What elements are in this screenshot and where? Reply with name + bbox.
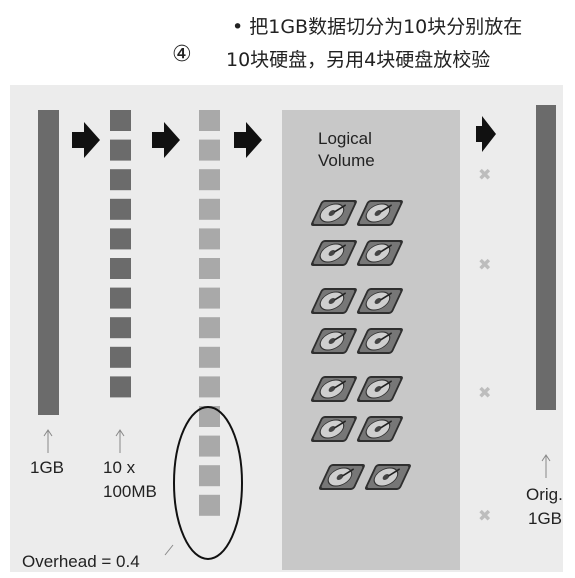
data-chunk xyxy=(199,287,220,309)
arrow-icon xyxy=(72,122,100,158)
data-chunk xyxy=(199,317,220,339)
parity-chunk xyxy=(199,406,220,427)
arrow-icon xyxy=(234,122,262,158)
label-orig-line-2: 1GB xyxy=(528,509,562,528)
hard-disk-icon xyxy=(310,328,357,354)
hard-disk-icon xyxy=(356,288,403,314)
hard-disk-icon xyxy=(356,200,403,226)
pointer-tick-1gb xyxy=(43,429,53,453)
data-chunk xyxy=(199,376,220,398)
x-mark-icon: ✖ xyxy=(478,383,491,402)
label-overhead: Overhead = 0.4 xyxy=(22,552,140,571)
data-chunk xyxy=(199,346,220,368)
data-chunk xyxy=(199,139,220,161)
data-chunk xyxy=(199,110,220,131)
data-chunk xyxy=(110,169,131,191)
hard-disk-icons xyxy=(310,200,411,490)
data-chunk xyxy=(110,376,131,398)
data-chunk xyxy=(110,317,131,339)
logical-volume-title-line-1: Logical xyxy=(318,129,372,148)
hard-disk-icon xyxy=(310,416,357,442)
parity-chunk xyxy=(199,435,220,457)
hard-disk-icon xyxy=(318,464,365,490)
data-chunk xyxy=(199,198,220,220)
label-split-line-2: 100MB xyxy=(103,482,157,501)
hard-disk-icon xyxy=(356,376,403,402)
pointer-tick-orig xyxy=(541,454,551,478)
data-chunk xyxy=(110,228,131,250)
data-chunk xyxy=(110,110,131,131)
hard-disk-icon xyxy=(310,288,357,314)
hard-disk-icon xyxy=(310,200,357,226)
hard-disk-icon xyxy=(356,240,403,266)
split-chunks xyxy=(110,110,131,398)
label-1gb: 1GB xyxy=(30,458,64,477)
x-mark-icon: ✖ xyxy=(478,165,491,184)
failed-disk-marks: ✖ ✖ ✖ ✖ xyxy=(478,165,491,525)
hard-disk-icon xyxy=(356,416,403,442)
header: ④ • 把1GB数据切分为10块分别放在 10块硬盘，另用4块硬盘放校验 xyxy=(0,0,575,80)
label-orig-line-1: Orig. xyxy=(526,485,563,504)
stripe-chunks xyxy=(199,110,220,516)
data-chunk xyxy=(199,258,220,279)
parity-chunk xyxy=(199,465,220,487)
description-line-1: • 把1GB数据切分为10块分别放在 xyxy=(232,16,523,38)
arrow-icon xyxy=(476,116,496,152)
data-chunk xyxy=(110,258,131,279)
data-chunk xyxy=(110,139,131,161)
arrow-icon xyxy=(152,122,180,158)
hard-disk-icon xyxy=(310,376,357,402)
step-marker: ④ xyxy=(172,42,192,67)
overhead-highlight-ellipse xyxy=(173,406,243,560)
original-data-bar xyxy=(38,110,59,415)
label-split-line-1: 10 x xyxy=(103,458,136,477)
reconstructed-data-bar xyxy=(536,105,556,410)
data-chunk xyxy=(110,287,131,309)
x-mark-icon: ✖ xyxy=(478,506,491,525)
x-mark-icon: ✖ xyxy=(478,255,491,274)
logical-volume-title-line-2: Volume xyxy=(318,151,375,170)
parity-chunk xyxy=(199,494,220,516)
data-chunk xyxy=(110,198,131,220)
description-line-2: 10块硬盘，另用4块硬盘放校验 xyxy=(226,49,491,71)
data-chunk xyxy=(110,346,131,368)
data-chunk xyxy=(199,228,220,250)
hard-disk-icon xyxy=(364,464,411,490)
pointer-tick-overhead xyxy=(164,544,174,556)
pointer-tick-split xyxy=(115,429,125,453)
data-chunk xyxy=(199,169,220,191)
hard-disk-icon xyxy=(310,240,357,266)
hard-disk-icon xyxy=(356,328,403,354)
